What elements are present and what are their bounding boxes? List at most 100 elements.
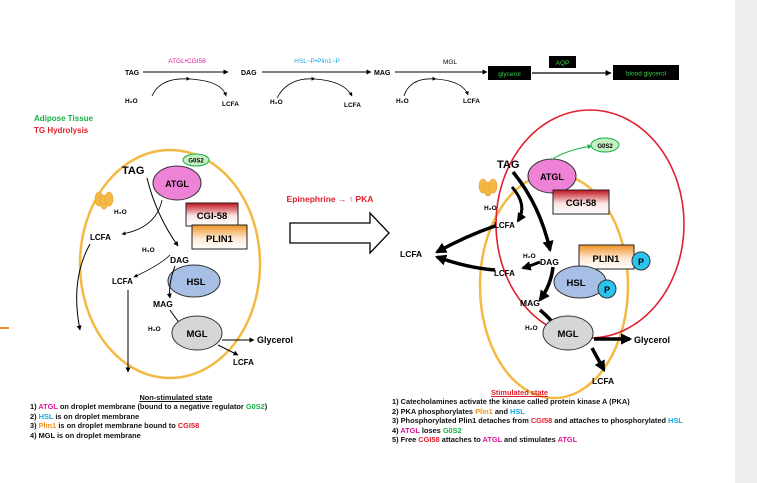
- lcfa-label-2: LCFA: [344, 102, 361, 109]
- aqp-box: [549, 56, 576, 68]
- text-seg: attaches to: [439, 435, 483, 445]
- droplet-icon-right: [478, 178, 498, 197]
- left-panel: TAG ATGL G0S2 CGI-58 PLIN1 H₂O LCFA DAG …: [76, 148, 293, 380]
- right-cgi58-label: CGI-58: [566, 198, 597, 209]
- plin1-phosphate-badge: [631, 251, 651, 271]
- left-glycerol: Glycerol: [257, 335, 293, 345]
- text-seg: G0S2: [442, 425, 462, 435]
- droplet-icon-left: [94, 191, 114, 210]
- note-left-line-3: 3) Plin1 is on droplet membrane bound to…: [30, 421, 330, 430]
- text-seg: ATGL: [400, 425, 420, 435]
- left-mag: MAG: [153, 299, 173, 309]
- text-seg: 2) PKA phosphorylates: [392, 406, 476, 416]
- lcfa-arrow-2: [314, 78, 353, 97]
- text-seg: 5) Free: [392, 435, 419, 445]
- text-seg: and stimulates: [501, 435, 558, 445]
- glycerol-box: [488, 66, 531, 80]
- right-panel: TAG ATGL G0S2 CGI-58 H₂O LCFA LCFA H₂O D…: [400, 109, 685, 400]
- text-seg: CGI58: [530, 416, 553, 426]
- heading-adipose: Adipose Tissue: [34, 114, 94, 123]
- right-cgi58-node: [552, 189, 610, 215]
- left-hsl-node: [167, 264, 221, 298]
- right-water-1: H₂O: [484, 205, 497, 212]
- right-arrow-lcfa-1: [510, 186, 527, 223]
- blood-glycerol-box: [613, 65, 679, 80]
- heading-tg-hydrolysis: TG Hydrolysis: [34, 126, 89, 135]
- text-seg: G0S2: [245, 402, 265, 412]
- right-lcfa-3: LCFA: [592, 376, 614, 386]
- left-water-2: H₂O: [142, 247, 155, 254]
- stimulated-title: Stimulated state: [490, 388, 549, 397]
- text-seg: HSL: [510, 406, 525, 416]
- right-g0s2-label: G0S2: [597, 144, 613, 150]
- note-right-line-4: 4) ATGL loses G0S2: [392, 426, 712, 435]
- left-arrow-lcfa-1: [121, 199, 163, 236]
- text-seg: and attaches to phosphorylated: [552, 416, 669, 426]
- left-tag: TAG: [122, 165, 144, 177]
- left-arrow-lcfa-3: [217, 344, 239, 356]
- non-stimulated-title: Non-stimulated state: [139, 393, 213, 402]
- mgl-enzyme: MGL: [443, 59, 457, 66]
- tag-label: TAG: [125, 70, 140, 77]
- text-seg: and: [492, 406, 511, 416]
- right-plin1-label: PLIN1: [593, 254, 621, 265]
- glycerol-box-label: glycerol: [498, 71, 521, 78]
- left-atgl-label: ATGL: [165, 179, 189, 189]
- left-arrow-lcfa-2: [133, 254, 171, 278]
- note-left-line-4: 4) MGL is on droplet membrane: [30, 430, 141, 440]
- text-seg: ): [264, 402, 268, 412]
- text-seg: 3) Phosphorylated Plin1 detaches from: [392, 416, 531, 426]
- aqp-label: AQP: [556, 60, 570, 67]
- left-plin1-label: PLIN1: [206, 234, 234, 245]
- right-glycerol: Glycerol: [634, 335, 670, 345]
- text-seg: ATGL: [482, 435, 502, 445]
- left-dag: DAG: [170, 255, 189, 265]
- water-arrow-1: [151, 76, 191, 97]
- text-seg: CGI58: [177, 421, 200, 431]
- right-lcfa-export-1: [435, 224, 496, 254]
- hsl-phosphate-label: P: [604, 285, 610, 295]
- text-seg: 4): [392, 425, 401, 435]
- text-seg: CGI58: [418, 435, 440, 445]
- left-atgl-node: [152, 165, 202, 201]
- left-cgi58-label: CGI-58: [197, 211, 228, 222]
- left-lcfa-export-1: [76, 243, 91, 331]
- right-plin1-node: [578, 244, 635, 270]
- left-g0s2-label: G0S2: [188, 159, 204, 165]
- text-seg: is on droplet membrane: [53, 411, 140, 421]
- note-left-line-2: 2) HSL is on droplet membrane: [30, 412, 330, 421]
- g0s2-release-arrow: [550, 144, 593, 161]
- right-water-3: H₂O: [525, 325, 538, 332]
- note-right-line-3: 3) Phosphorylated Plin1 detaches from CG…: [392, 416, 712, 425]
- left-g0s2-node: [182, 153, 210, 167]
- left-mgl-node: [171, 315, 223, 351]
- text-seg: Plin1: [475, 406, 493, 416]
- lipolysis-diagram: TAG ATGL•CGI58 H₂O LCFA DAG HSL~P•Plin1~…: [34, 56, 685, 400]
- transition-arrow: [289, 211, 390, 255]
- note-right-line-1: 1) Catecholamines activate the kinase ca…: [392, 397, 630, 407]
- right-mgl-node: [542, 315, 594, 351]
- text-seg: HSL: [668, 416, 683, 426]
- right-tag: TAG: [497, 159, 519, 171]
- water-arrow-3: [403, 76, 437, 97]
- left-lcfa-3: LCFA: [233, 358, 254, 367]
- left-lcfa-2: LCFA: [112, 277, 133, 286]
- note-right-line-2: 2) PKA phosphorylates Plin1 and HSL: [392, 407, 712, 416]
- water-label-3: H₂O: [396, 98, 409, 105]
- dag-label: DAG: [241, 70, 257, 77]
- right-arrow-lcfa-3: [590, 347, 606, 372]
- right-lcfa-1: LCFA: [494, 221, 515, 230]
- plin1-phosphate-label: P: [638, 257, 644, 267]
- lipid-droplet-left: [78, 148, 262, 380]
- atgl-cgi58-enzyme: ATGL•CGI58: [168, 58, 206, 65]
- text-seg: HSL: [38, 411, 54, 421]
- text-seg: 2): [30, 411, 39, 421]
- text-seg: is on droplet membrane bound to: [56, 421, 178, 431]
- right-arrow-lcfa-2: [521, 260, 541, 271]
- non-stimulated-notes: Non-stimulated state 1) ATGL on droplet …: [30, 393, 330, 440]
- text-seg: on droplet membrane (bound to a negative…: [57, 402, 246, 412]
- lcfa-arrow-1: [189, 78, 228, 97]
- viewer-side-panel: [735, 0, 757, 483]
- text-seg: ATGL: [557, 435, 578, 445]
